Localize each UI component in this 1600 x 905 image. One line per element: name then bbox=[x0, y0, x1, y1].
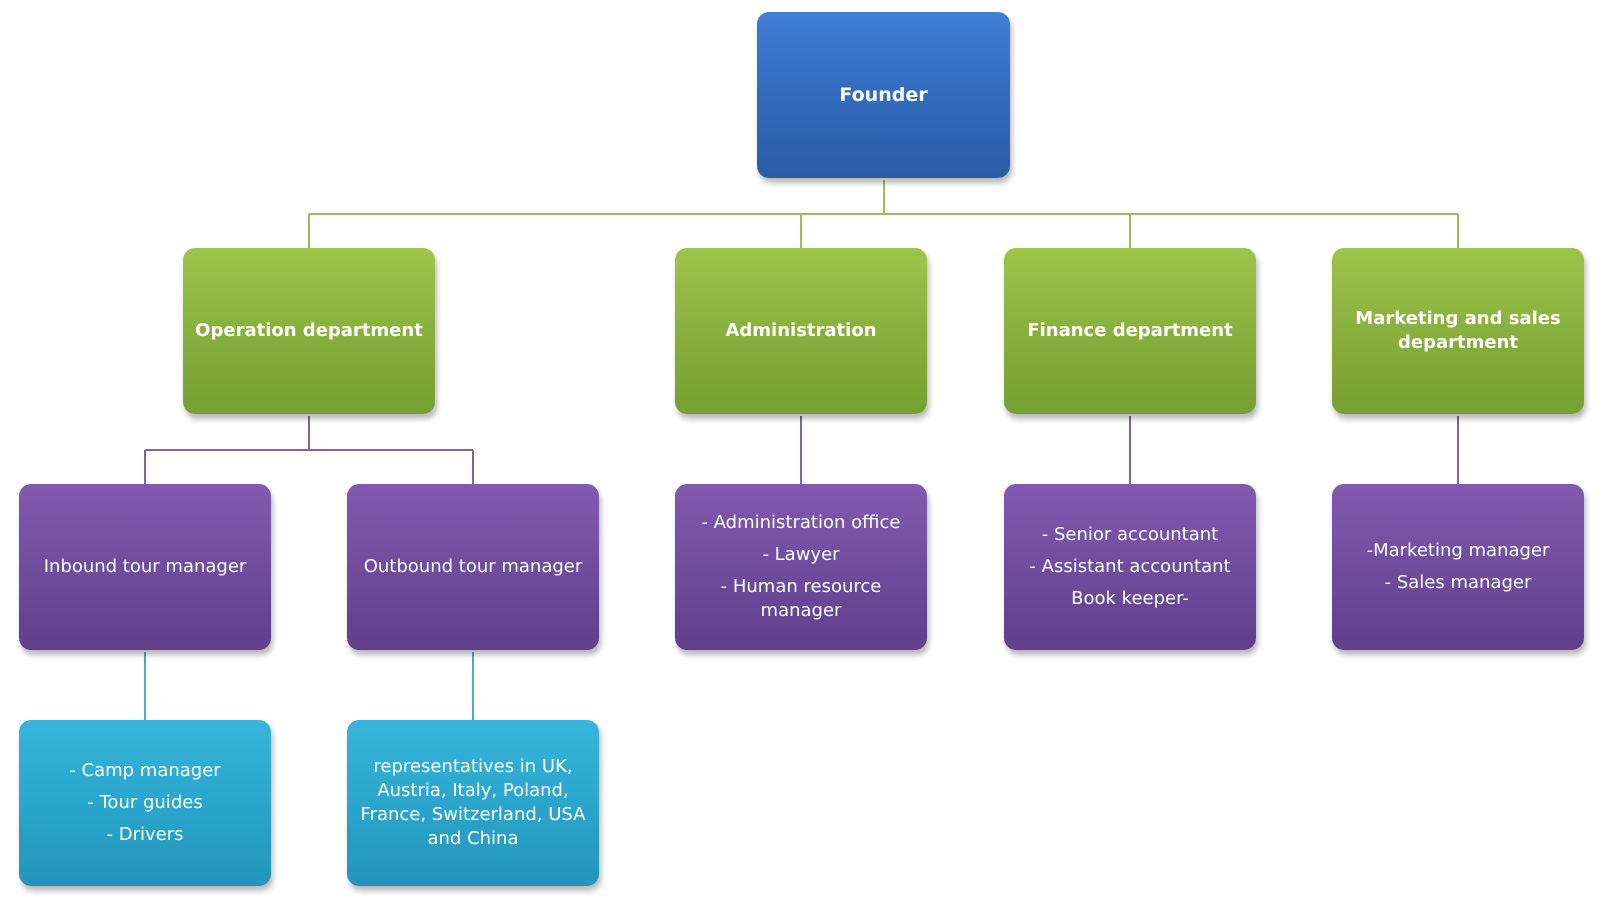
finance-role-senior-accountant: - Senior accountant bbox=[1041, 524, 1219, 545]
node-administration-roles: - Administration office - Lawyer - Human… bbox=[675, 484, 927, 650]
node-marketing-sales-department: Marketing and sales department bbox=[1332, 248, 1584, 414]
marketing-sales-department-label: Marketing and sales department bbox=[1355, 308, 1561, 353]
node-founder: Founder bbox=[757, 12, 1010, 178]
operation-department-label: Operation department bbox=[195, 320, 423, 341]
finance-role-book-keeper: Book keeper- bbox=[1071, 588, 1189, 609]
finance-role-assistant-accountant: - Assistant accountant bbox=[1029, 556, 1231, 577]
connector-operation-managers bbox=[144, 416, 474, 484]
node-outbound-tour-manager: Outbound tour manager bbox=[347, 484, 599, 650]
node-inbound-staff: - Camp manager - Tour guides - Drivers bbox=[19, 720, 271, 886]
node-outbound-representatives: representatives in UK, Austria, Italy, P… bbox=[347, 720, 599, 886]
node-inbound-tour-manager: Inbound tour manager bbox=[19, 484, 271, 650]
node-administration: Administration bbox=[675, 248, 927, 414]
node-marketing-roles: -Marketing manager - Sales manager bbox=[1332, 484, 1584, 650]
node-operation-department: Operation department bbox=[183, 248, 435, 414]
administration-label: Administration bbox=[725, 320, 877, 341]
inbound-staff-tour-guides: - Tour guides bbox=[87, 792, 203, 813]
marketing-role-marketing-manager: -Marketing manager bbox=[1366, 540, 1550, 561]
node-finance-department: Finance department bbox=[1004, 248, 1256, 414]
administration-role-hr-manager: - Human resource manager bbox=[720, 576, 882, 621]
administration-role-lawyer: - Lawyer bbox=[762, 544, 840, 565]
finance-department-label: Finance department bbox=[1027, 320, 1233, 341]
inbound-tour-manager-label: Inbound tour manager bbox=[43, 556, 247, 577]
node-finance-roles: - Senior accountant - Assistant accounta… bbox=[1004, 484, 1256, 650]
inbound-staff-drivers: - Drivers bbox=[106, 824, 184, 845]
connector-founder-departments bbox=[308, 180, 1459, 248]
founder-label: Founder bbox=[839, 84, 928, 106]
administration-role-office: - Administration office bbox=[701, 512, 901, 533]
marketing-role-sales-manager: - Sales manager bbox=[1384, 572, 1532, 593]
outbound-tour-manager-label: Outbound tour manager bbox=[363, 556, 583, 577]
inbound-staff-camp-manager: - Camp manager bbox=[69, 760, 221, 781]
outbound-representatives-label: representatives in UK, Austria, Italy, P… bbox=[360, 756, 586, 849]
